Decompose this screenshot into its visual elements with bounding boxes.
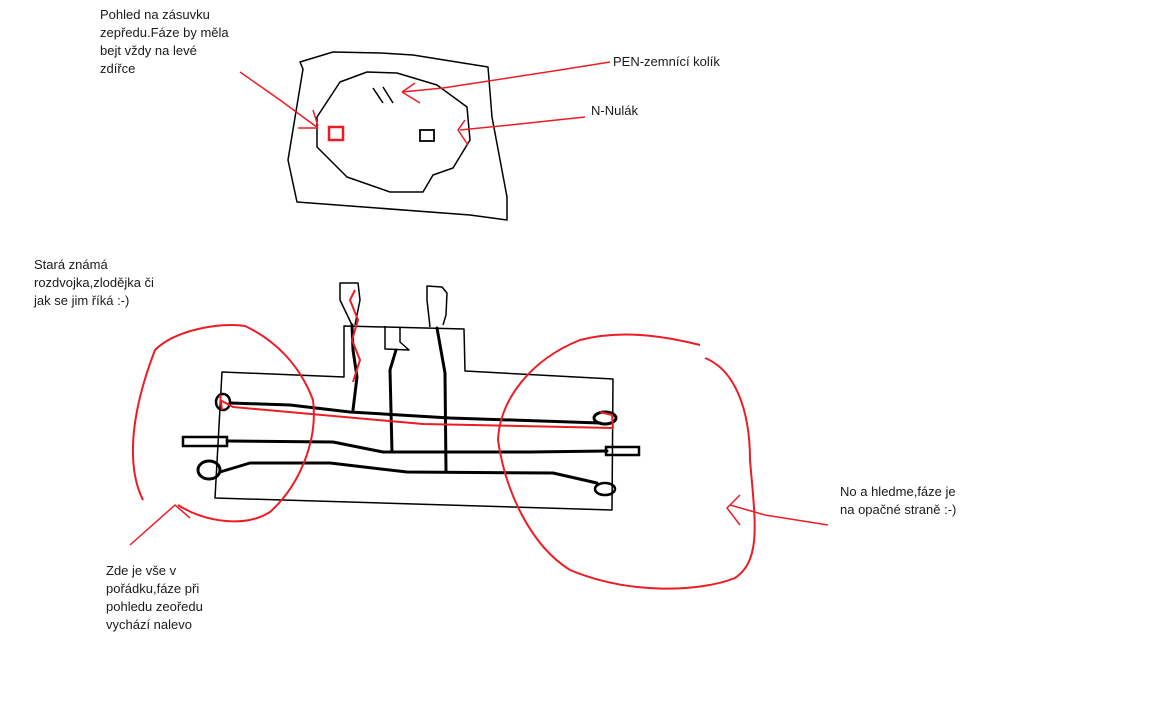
note-line: Pohled na zásuvku (100, 7, 210, 22)
wire-top (228, 401, 602, 425)
note-line: pořádku,fáze při (106, 581, 200, 596)
right-plug-pin (426, 285, 448, 328)
wire-center (388, 348, 398, 454)
socket-face (316, 71, 471, 193)
note-line: Stará známá (34, 257, 108, 272)
left-stub (181, 435, 229, 448)
note-line: pohledu zeoředu (106, 599, 203, 614)
socket-frame (287, 51, 508, 221)
left-highlight-circle (131, 324, 315, 523)
inner-contact (384, 326, 410, 351)
neutral-label: N-Nulák (591, 103, 638, 118)
pen-arrow (401, 61, 611, 104)
pen-label: PEN-zemnící kolík (613, 54, 720, 69)
note-line: na opačné straně :-) (840, 502, 957, 517)
left-top-contact (214, 392, 232, 412)
socket-front-note: Pohled na zásuvku zepředu.Fáze by měla b… (100, 6, 229, 78)
note-line: No a hledme,fáze je (840, 484, 956, 499)
right-stub (604, 445, 641, 457)
note-line: zdířce (100, 61, 136, 76)
neutral-arrow (457, 116, 586, 146)
phase-arrow (239, 71, 319, 129)
note-line: bejt vždy na levé (100, 43, 197, 58)
note-line: jak se jim říká :-) (34, 293, 130, 308)
note-line: zepředu.Fáze by měla (100, 25, 229, 40)
wire-bottom (218, 461, 599, 485)
wire-right-pin (435, 326, 448, 473)
phase-trace (219, 289, 614, 429)
left-pointer-arrow (129, 504, 191, 546)
phase-hole (327, 125, 345, 142)
note-line: rozdvojka,zlodějka či (34, 275, 154, 290)
right-pointer-arrow (726, 494, 829, 526)
adapter-drawing (129, 282, 829, 590)
socket-drawing (239, 51, 611, 221)
left-bottom-contact (196, 459, 222, 481)
left-plug-pin (339, 282, 361, 326)
earth-pin (372, 86, 394, 104)
right-top-contact (592, 410, 618, 426)
right-bottom-contact (593, 481, 617, 497)
neutral-hole (419, 129, 435, 142)
note-line: vychází nalevo (106, 617, 192, 632)
wire-middle (225, 439, 609, 454)
left-ok-note: Zde je vše v pořádku,fáze při pohledu ze… (106, 562, 203, 634)
note-line: Zde je vše v (106, 563, 177, 578)
adapter-body (214, 325, 614, 511)
right-highlight-circle (497, 333, 756, 590)
right-wrong-note: No a hledme,fáze je na opačné straně :-) (840, 483, 956, 519)
adapter-intro-note: Stará známá rozdvojka,zlodějka či jak se… (34, 256, 154, 310)
